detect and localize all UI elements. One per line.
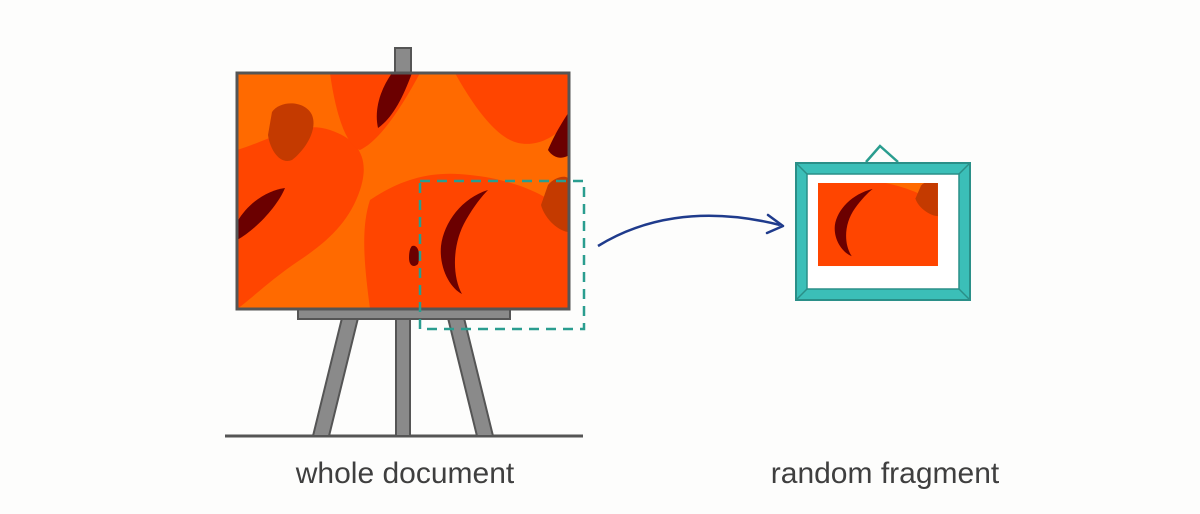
curved-arrow-icon [597, 213, 785, 248]
painting-canvas [237, 73, 569, 309]
arrow-head [765, 213, 785, 235]
easel-center-leg [395, 317, 411, 437]
easel-top-mast [394, 47, 412, 75]
frame-hanger [865, 144, 899, 163]
easel-left-leg [311, 317, 360, 437]
arrow-shaft [597, 214, 781, 248]
painting-icon [235, 71, 571, 311]
painting-border [235, 71, 571, 311]
caption-random-fragment: random fragment [770, 457, 1000, 490]
fragment-selection-box [418, 179, 586, 331]
caption-whole-document: whole document [295, 457, 515, 490]
picture-frame-icon [795, 144, 971, 301]
easel-right-leg [446, 317, 495, 437]
whole-vs-fragment-diagram [225, 47, 971, 438]
